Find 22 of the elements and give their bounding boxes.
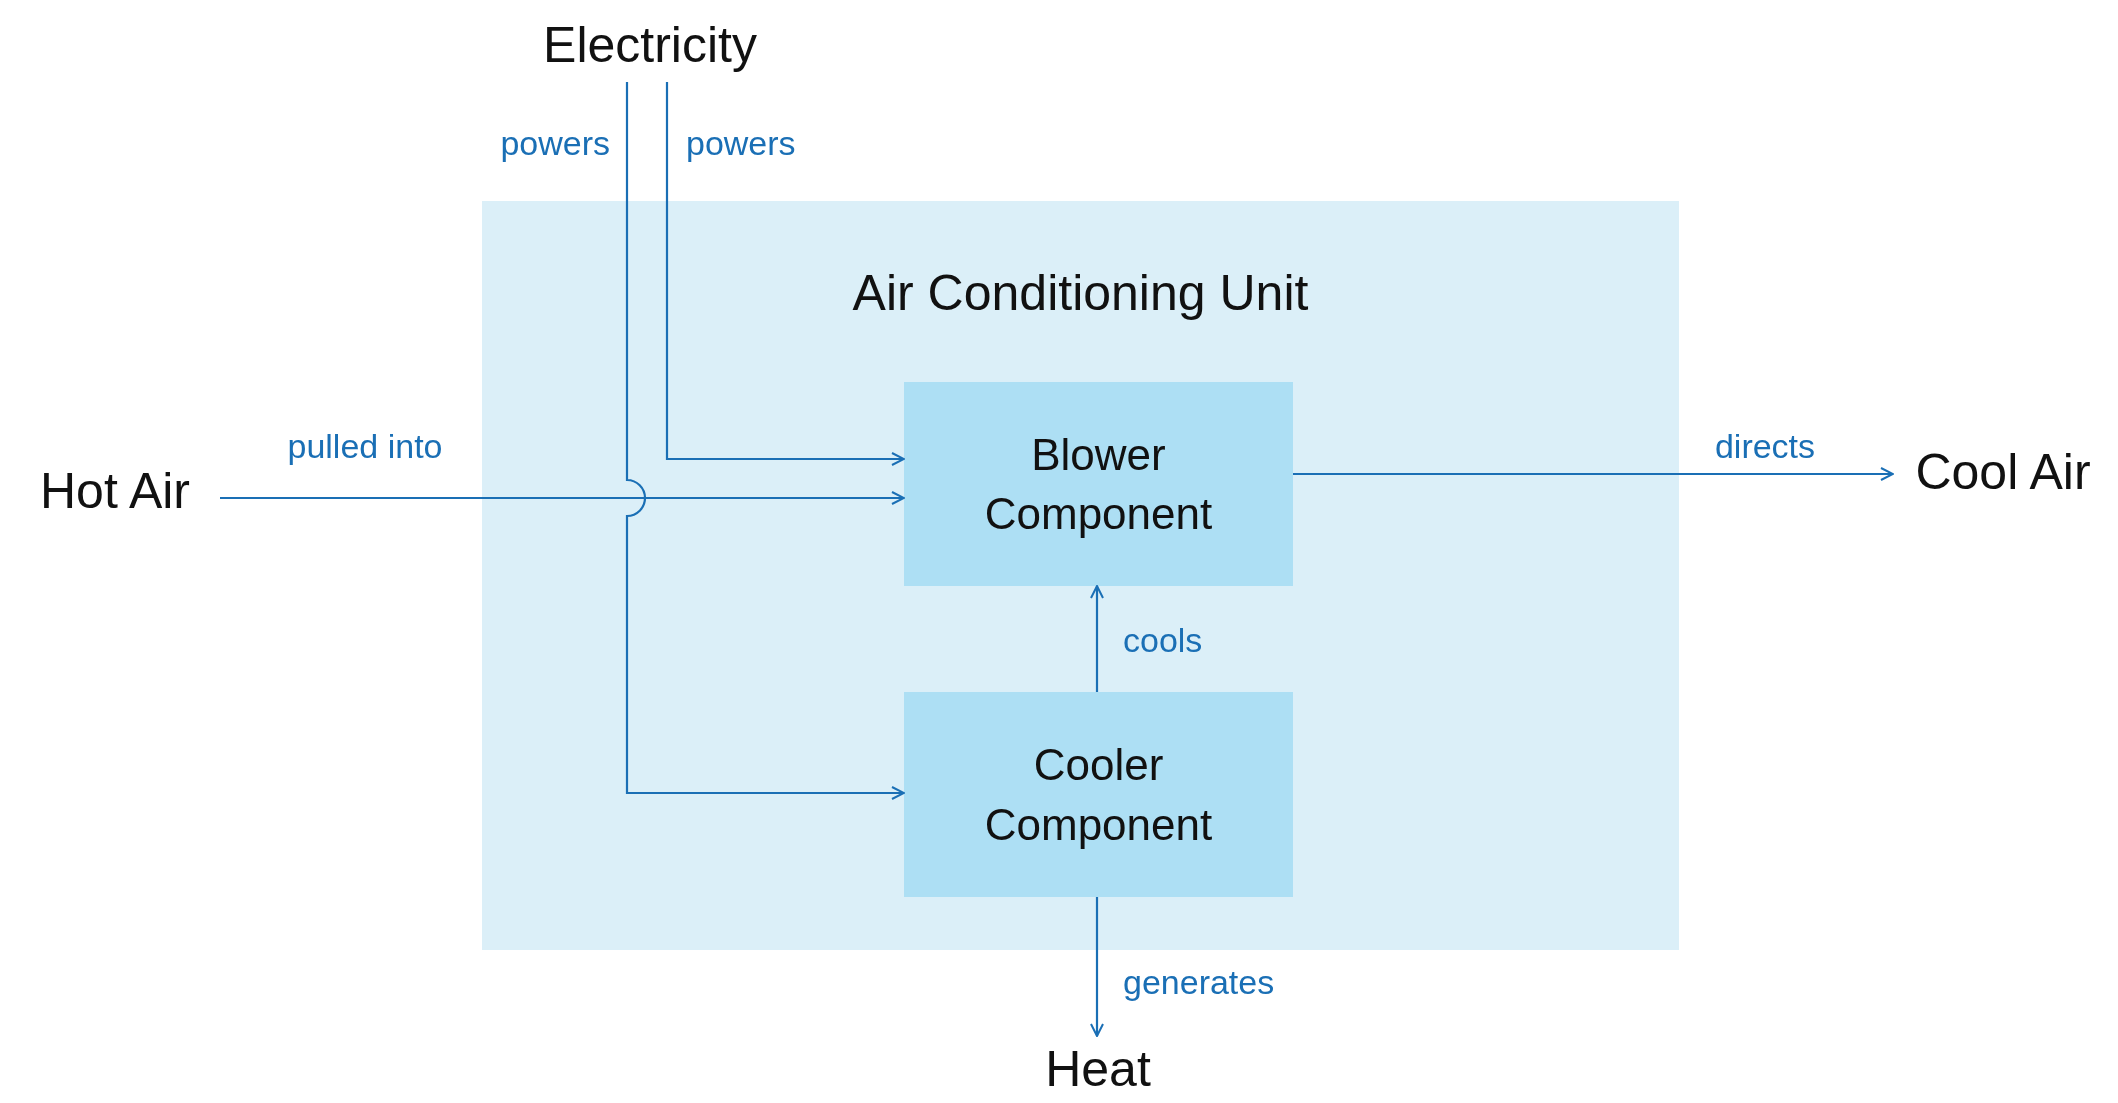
edge-label: generates xyxy=(1123,965,1275,999)
arrow xyxy=(1293,467,1894,481)
arrow xyxy=(1090,585,1104,692)
arrow xyxy=(1090,897,1104,1037)
node-label: Electricity xyxy=(543,16,757,75)
edge-label: powers xyxy=(500,126,610,160)
edge-label: cools xyxy=(1123,623,1203,657)
component-box xyxy=(904,692,1293,897)
box-title: Blower Component xyxy=(983,428,1214,540)
arrow xyxy=(665,82,905,466)
unit-panel xyxy=(482,201,1679,950)
node-label: Cool Air xyxy=(1915,443,2091,502)
edge-label: powers xyxy=(686,126,796,160)
box-title: Cooler Component xyxy=(983,739,1214,851)
arrow xyxy=(625,82,905,800)
node-label: Heat xyxy=(1045,1040,1151,1099)
arrow xyxy=(220,491,905,505)
box-title: Air Conditioning Unit xyxy=(852,264,1309,323)
node-label: Hot Air xyxy=(39,462,191,521)
component-box xyxy=(904,382,1293,586)
edge-label: directs xyxy=(1714,429,1816,463)
edge-label: pulled into xyxy=(287,429,443,463)
